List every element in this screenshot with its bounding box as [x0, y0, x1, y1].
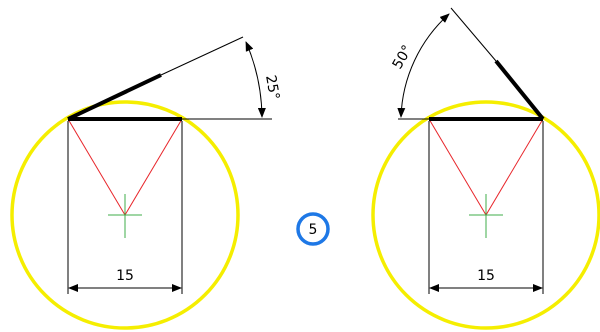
left-width-label: 15	[116, 268, 134, 284]
step-badge-number: 5	[309, 222, 318, 238]
right-angle-ray	[450, 7, 497, 62]
right-circumcircle	[371, 100, 600, 330]
step-badge-ring	[296, 212, 330, 246]
left-angled-segment	[67, 73, 162, 121]
right-figure: 50° 15	[371, 7, 600, 330]
left-radius-line-a	[67, 118, 126, 216]
right-radius-line-a	[428, 118, 487, 216]
right-radius-line-b	[485, 118, 544, 216]
right-angled-segment	[494, 59, 545, 121]
step-badge: 5	[296, 212, 330, 246]
left-angle-arc	[245, 41, 266, 118]
left-radius-line-b	[124, 118, 183, 216]
right-width-label: 15	[477, 268, 495, 284]
left-circumcircle	[10, 100, 240, 330]
right-angle-arc	[397, 13, 450, 118]
left-angle-label: 25°	[262, 74, 282, 101]
left-angle-ray	[160, 36, 244, 76]
left-figure: 25° 15	[10, 36, 282, 330]
